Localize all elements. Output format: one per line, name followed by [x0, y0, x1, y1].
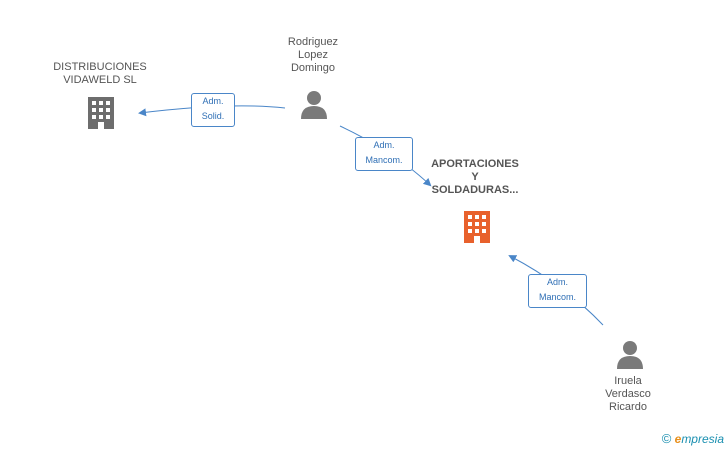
person-name-line: Ricardo [609, 401, 647, 413]
empresia-logo: © empresia [662, 431, 724, 446]
person-name-line: Lopez [298, 49, 328, 61]
company-name-line: Y [471, 171, 479, 183]
person-name-line: Iruela [614, 375, 642, 387]
role-text: Mancom. [365, 155, 403, 165]
brand-name: mpresia [681, 432, 724, 446]
company-name-line: VIDAWELD SL [63, 74, 137, 86]
person-icon[interactable] [299, 89, 329, 119]
company-name-line: SOLDADURAS... [431, 184, 519, 196]
company-name-line: DISTRIBUCIONES [53, 61, 147, 73]
person-icon[interactable] [615, 339, 645, 369]
company-label-distribuciones[interactable]: DISTRIBUCIONES VIDAWELD SL [40, 61, 160, 87]
copyright-symbol: © [661, 431, 672, 446]
person-name-line: Rodriguez [287, 36, 339, 48]
building-icon[interactable] [85, 95, 117, 129]
role-badge-adm-mancom[interactable]: Adm. Mancom. [528, 274, 587, 308]
person-label-iruela[interactable]: Iruela Verdasco Ricardo [578, 375, 678, 414]
role-badge-adm-mancom[interactable]: Adm. Mancom. [355, 137, 413, 171]
role-text: Solid. [201, 111, 225, 121]
person-name-line: Domingo [290, 62, 336, 74]
building-icon[interactable] [461, 209, 493, 243]
role-text: Adm. [373, 140, 395, 150]
company-label-aportaciones[interactable]: APORTACIONES Y SOLDADURAS... [415, 158, 535, 197]
role-text: Adm. [202, 96, 224, 106]
role-text: Adm. [546, 277, 568, 287]
company-name-line: APORTACIONES [431, 158, 519, 170]
role-text: Mancom. [538, 292, 576, 302]
role-badge-adm-solid[interactable]: Adm. Solid. [191, 93, 235, 127]
person-name-line: Verdasco [605, 388, 651, 400]
person-label-rodriguez[interactable]: Rodriguez Lopez Domingo [263, 36, 363, 75]
brand-initial: e [674, 432, 682, 446]
